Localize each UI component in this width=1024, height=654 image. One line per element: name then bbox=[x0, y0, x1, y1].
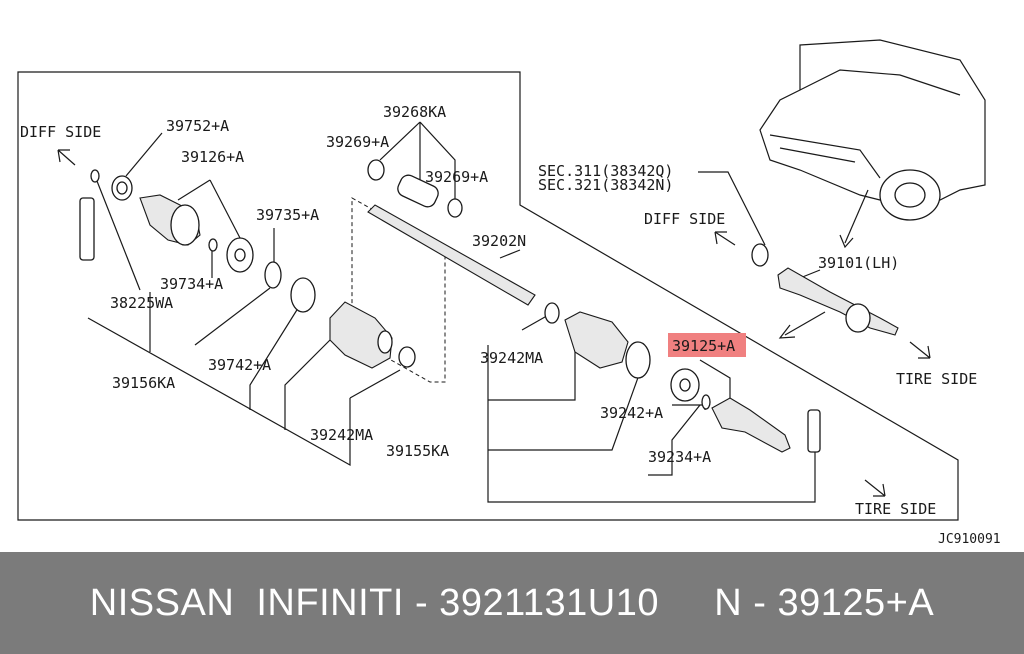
label-39126: 39126+A bbox=[181, 148, 244, 166]
label-tire-side-right: TIRE SIDE bbox=[896, 370, 977, 388]
label-sec311: SEC.311(38342Q) bbox=[538, 162, 673, 180]
parts-diagram: DIFF SIDE 39752+A 39126+A 39735+A 39734+… bbox=[17, 39, 1001, 547]
label-39125: 39125+A bbox=[672, 337, 735, 355]
label-39242: 39242+A bbox=[600, 404, 663, 422]
label-39269-left: 39269+A bbox=[326, 133, 389, 151]
label-sec321: SEC.321(38342N) bbox=[538, 176, 673, 194]
label-39742: 39742+A bbox=[208, 356, 271, 374]
car-illustration bbox=[759, 39, 986, 221]
label-39156: 39156KA bbox=[112, 374, 175, 392]
label-39101: 39101(LH) bbox=[818, 254, 899, 272]
assembly-outline bbox=[17, 71, 959, 521]
label-39269-right: 39269+A bbox=[425, 168, 488, 186]
label-38225: 38225WA bbox=[110, 294, 173, 312]
footer-bar: NISSAN INFINITI - 3921131U10 N - 39125+A bbox=[0, 552, 1024, 654]
footer-title: NISSAN INFINITI - 3921131U10 N - 39125+A bbox=[89, 582, 935, 624]
center-parts bbox=[367, 159, 821, 453]
label-39242ma-left: 39242MA bbox=[310, 426, 373, 444]
label-39202: 39202N bbox=[472, 232, 526, 250]
label-39268: 39268KA bbox=[383, 103, 446, 121]
leader-lines bbox=[87, 121, 821, 503]
arrows bbox=[57, 149, 931, 497]
label-39155: 39155KA bbox=[386, 442, 449, 460]
diagram-code: JC910091 bbox=[938, 532, 1001, 547]
left-parts bbox=[79, 169, 416, 369]
label-39242ma-mid: 39242MA bbox=[480, 349, 543, 367]
label-diff-side-right: DIFF SIDE bbox=[644, 210, 725, 228]
label-diff-side-left: DIFF SIDE bbox=[20, 123, 101, 141]
label-tire-side-bottom: TIRE SIDE bbox=[855, 500, 936, 518]
part-highlight-39125 bbox=[668, 333, 746, 357]
label-39234: 39234+A bbox=[648, 448, 711, 466]
right-shaft bbox=[751, 243, 899, 336]
label-39735: 39735+A bbox=[256, 206, 319, 224]
label-39734: 39734+A bbox=[160, 275, 223, 293]
label-39752: 39752+A bbox=[166, 117, 229, 135]
